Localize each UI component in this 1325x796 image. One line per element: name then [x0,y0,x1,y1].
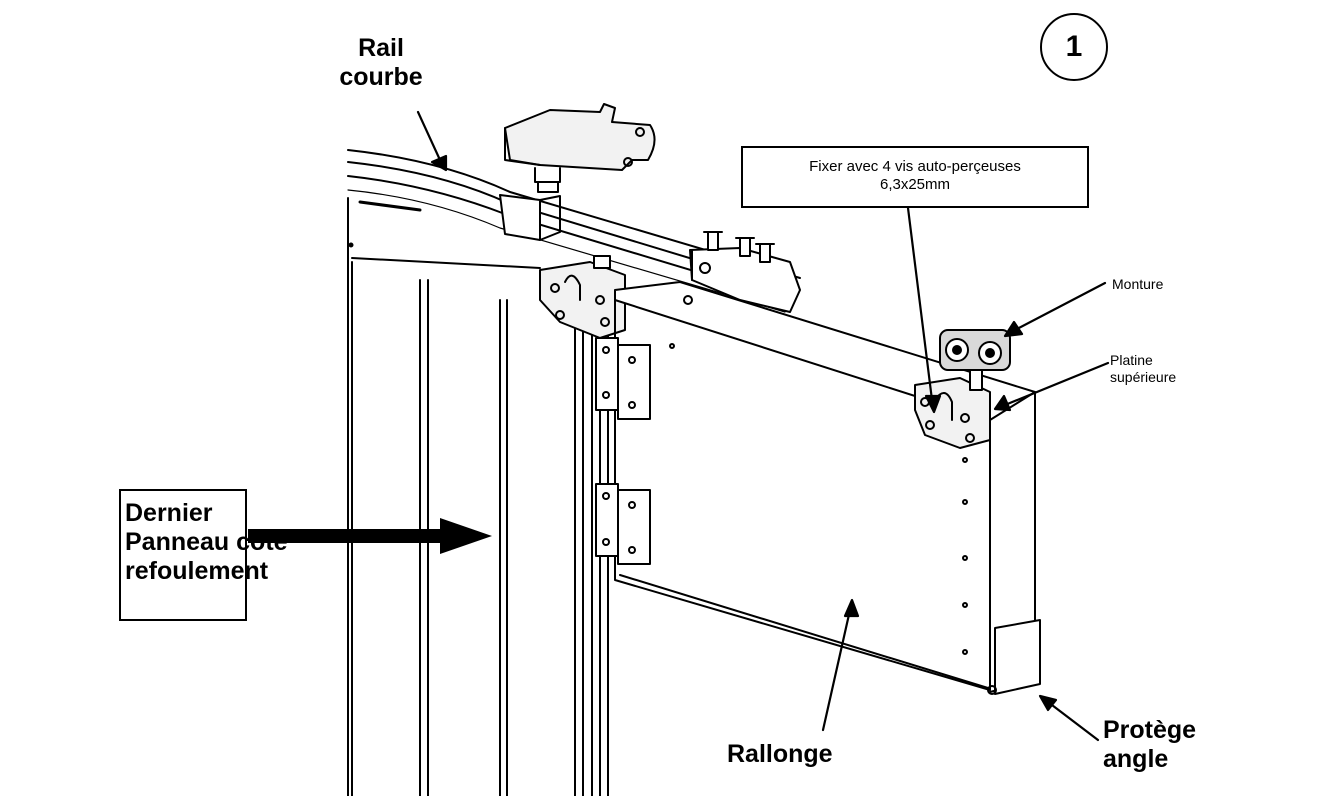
last-panel-line3: refoulement [125,557,269,585]
last-panel-line1: Dernier [125,499,213,527]
fixing-note-line2: 6,3x25mm [879,176,951,193]
rail-clamp-bolts [689,231,801,313]
last-panel-line2: Panneau côté [125,528,288,556]
top-plate-line2: supérieure [1110,369,1177,385]
extension-label: Rallonge [727,740,833,768]
fixing-note-box: Fixer avec 4 vis auto-perçeuses 6,3x25mm [741,146,1089,208]
rail-label: Rail courbe [326,34,436,92]
corner-guard [987,619,1041,695]
corner-guard-line2: angle [1103,745,1169,773]
rail-label-line2: courbe [339,63,423,91]
last-panel-label-box: Dernier Panneau côté refoulement [119,489,288,621]
step-number-badge: 1 [1040,13,1108,81]
hinge-lower [595,483,651,565]
top-plate-line1: Platine [1110,352,1153,368]
corner-guard-line1: Protège [1103,716,1197,744]
leader-arrows [416,110,1110,742]
mount-label: Monture [1112,276,1164,292]
rail-hanger-bracket [499,103,656,241]
corner-guard-label: Protège angle [1103,716,1196,774]
panel-top-plate [539,255,626,339]
hinge-upper [595,337,651,420]
fixing-note-line1: Fixer avec 4 vis auto-perçeuses [809,158,1021,175]
panel-pointer-arrow [248,518,492,554]
top-plate-label: Platine supérieure [1110,352,1176,386]
rail-label-line1: Rail [358,34,404,62]
roller-mount [939,329,1011,391]
